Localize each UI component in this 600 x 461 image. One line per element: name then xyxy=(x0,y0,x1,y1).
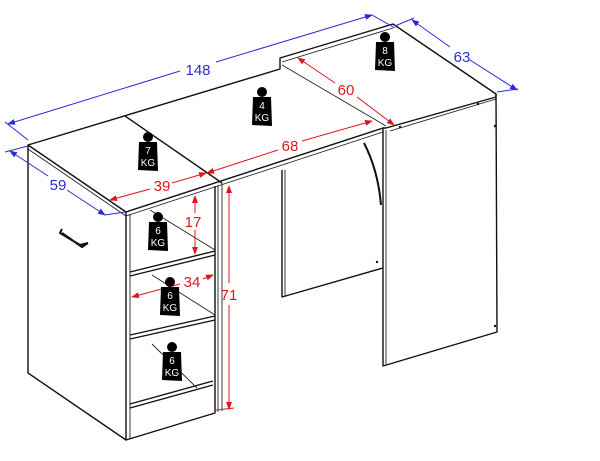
dimension-39: 39 xyxy=(110,173,206,200)
weight-8kg-icon: 8 KG xyxy=(375,32,395,71)
dim-label-148: 148 xyxy=(185,62,210,79)
dimension-60: 60 xyxy=(298,58,394,125)
weight-value: 6 xyxy=(169,356,175,367)
weight-unit: KG xyxy=(163,303,178,314)
weight-value: 7 xyxy=(145,146,151,157)
weight-6kg-icon: 6 KG xyxy=(148,212,168,251)
weight-unit: KG xyxy=(151,238,166,249)
weight-7kg-icon: 7 KG xyxy=(138,132,158,171)
weight-unit: KG xyxy=(165,368,180,379)
dim-label-17: 17 xyxy=(185,214,202,231)
dimension-148: 148 xyxy=(5,15,396,141)
weight-value: 8 xyxy=(382,46,388,57)
weight-unit: KG xyxy=(378,58,393,69)
right-leg-panel xyxy=(382,93,498,367)
dim-label-71: 71 xyxy=(221,287,238,304)
dim-label-68: 68 xyxy=(282,138,299,155)
dim-label-34: 34 xyxy=(184,274,201,291)
dimension-71: 71 xyxy=(215,186,238,410)
weight-unit: KG xyxy=(141,158,156,169)
dimension-17: 17 xyxy=(185,196,202,254)
dimension-63: 63 xyxy=(394,18,518,92)
weight-value: 6 xyxy=(167,291,173,302)
weight-6kg-icon: 6 KG xyxy=(162,342,182,381)
dim-label-39: 39 xyxy=(154,178,171,195)
dimension-68: 68 xyxy=(207,121,372,173)
dim-label-59: 59 xyxy=(50,177,67,194)
weight-value: 6 xyxy=(155,226,161,237)
drawer-handle xyxy=(59,228,89,248)
weight-6kg-icon: 6 KG xyxy=(160,277,180,316)
dim-label-63: 63 xyxy=(454,49,471,66)
weight-value: 4 xyxy=(259,101,265,112)
dim-label-60: 60 xyxy=(338,82,355,99)
middle-panel xyxy=(281,142,384,298)
weight-4kg-icon: 4 KG xyxy=(252,87,272,126)
dimension-59: 59 xyxy=(5,146,126,215)
weight-unit: KG xyxy=(255,113,270,124)
